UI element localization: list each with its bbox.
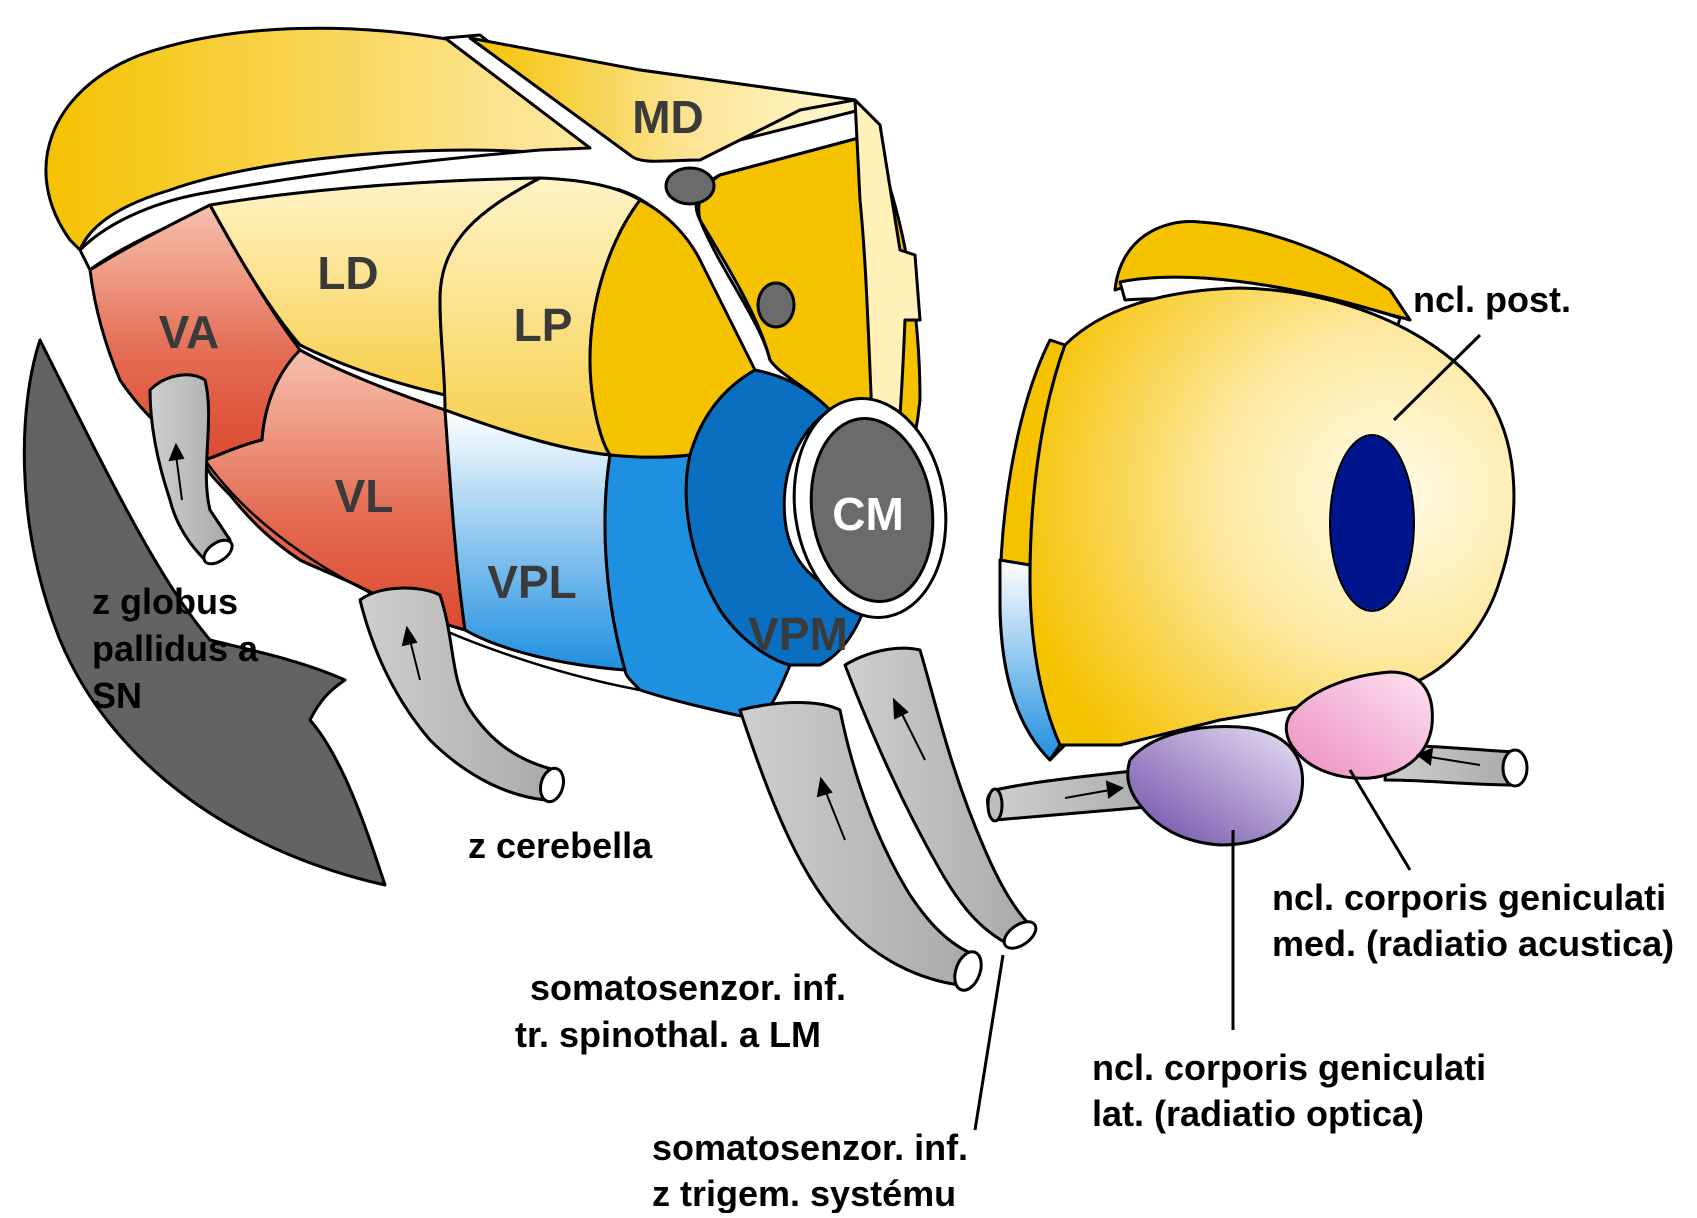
label-md: MD <box>632 91 704 143</box>
label-ncl-post: ncl. post. <box>1413 279 1571 320</box>
pathway-acustic-end <box>1503 750 1527 786</box>
label-vpl: VPL <box>487 556 576 608</box>
label-cgl: ncl. corporis geniculati lat. (radiatio … <box>1092 1047 1496 1134</box>
label-lp: LP <box>514 299 573 351</box>
ncl-post-region <box>1330 435 1414 611</box>
label-spinothal: somatosenzor. inf. tr. spinothal. a LM <box>515 967 856 1055</box>
label-cm: CM <box>832 488 904 540</box>
label-cerebella: z cerebella <box>468 825 653 866</box>
label-vpm: VPM <box>748 608 848 660</box>
label-vl: VL <box>335 470 394 522</box>
cgl-region <box>1128 727 1303 845</box>
pathway-optic-end <box>988 789 1002 821</box>
lamina-dot-lower <box>758 283 794 327</box>
label-va: VA <box>159 306 220 358</box>
label-trigem: somatosenzor. inf. z trigem. systému <box>652 1127 978 1213</box>
pulvinar-body <box>1030 288 1514 745</box>
label-ld: LD <box>317 247 378 299</box>
lamina-dot-upper <box>666 168 714 204</box>
label-cgm: ncl. corporis geniculati med. (radiatio … <box>1272 877 1676 964</box>
